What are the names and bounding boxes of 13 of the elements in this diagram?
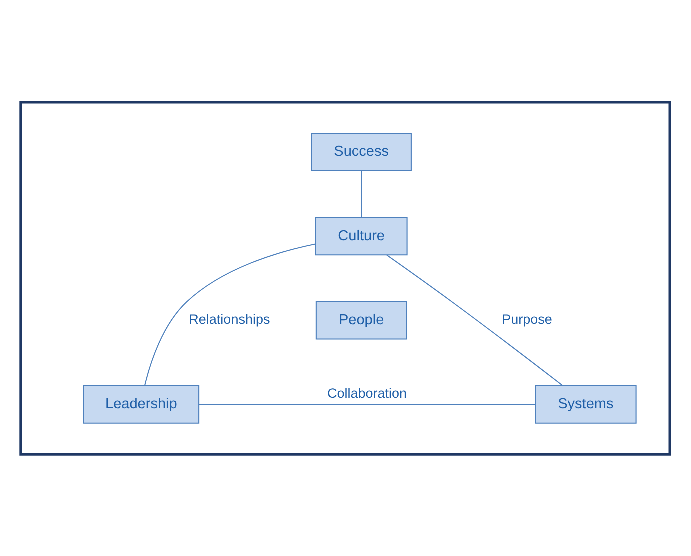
node-box: Leadership: [83, 384, 200, 424]
edge-label: Relationships: [189, 312, 270, 327]
edge-label: Purpose: [502, 312, 552, 327]
connector: [361, 170, 362, 218]
cluster: [20, 100, 672, 456]
node-box: Culture: [315, 216, 408, 256]
connector: [386, 254, 564, 386]
connector: [144, 243, 316, 386]
node-box: Success: [311, 132, 412, 172]
node-box: Systems: [535, 384, 637, 424]
node-box: People: [316, 300, 408, 340]
connector: [199, 404, 536, 405]
edge-label: Collaboration: [328, 385, 408, 400]
